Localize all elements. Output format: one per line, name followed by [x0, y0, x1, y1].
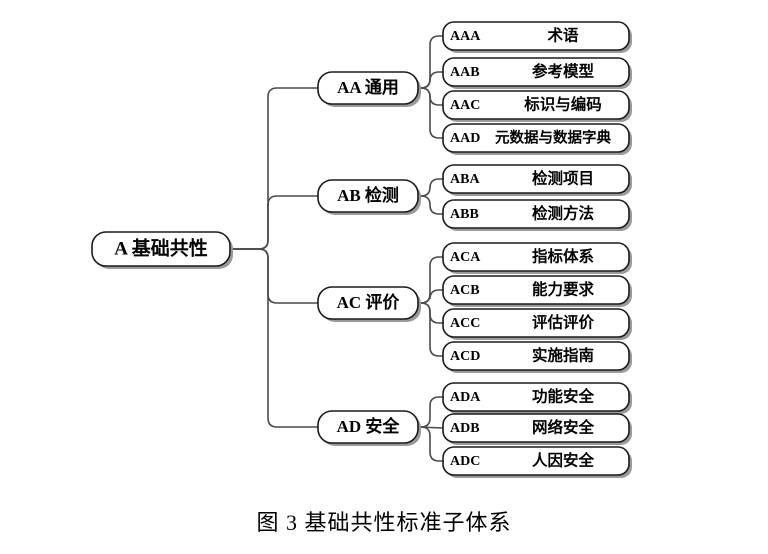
node-aac-code: AAC: [450, 98, 480, 113]
node-aad-code: AAD: [450, 131, 480, 146]
node-aba-box[interactable]: [442, 164, 630, 194]
node-acd-box[interactable]: [442, 341, 630, 371]
node-acc[interactable]: ACC 评估评价: [442, 308, 632, 340]
node-ada-code: ADA: [450, 390, 481, 405]
node-aab-code: AAB: [450, 65, 480, 80]
link-aa-to-aad: [418, 87, 443, 139]
node-adc-box[interactable]: [442, 446, 630, 476]
node-aba-name: 检测项目: [532, 169, 594, 188]
link-aa-to-aab: [418, 71, 443, 89]
node-aaa[interactable]: AAA 术语: [442, 21, 632, 53]
node-aba-code: ABA: [450, 172, 480, 187]
link-ac-to-acb: [418, 289, 443, 304]
node-acb[interactable]: ACB 能力要求: [442, 275, 632, 307]
node-aaa-box[interactable]: [442, 21, 630, 51]
node-ada[interactable]: ADA 功能安全: [442, 382, 632, 414]
node-root-a[interactable]: A 基础共性: [91, 231, 233, 269]
node-acd[interactable]: ACD 实施指南: [442, 341, 632, 373]
node-aaa-code: AAA: [450, 29, 481, 44]
link-ab-to-abb: [418, 195, 443, 215]
node-ada-box[interactable]: [442, 382, 630, 412]
node-ad[interactable]: AD 安全: [317, 410, 421, 446]
node-aab-box[interactable]: [442, 57, 630, 87]
node-acc-box[interactable]: [442, 308, 630, 338]
node-acd-code: ACD: [450, 349, 480, 364]
node-adb-code: ADB: [450, 421, 480, 436]
node-aab[interactable]: AAB 参考模型: [442, 57, 632, 89]
link-root-to-ab: [230, 195, 318, 250]
link-ad-to-adc: [418, 426, 443, 462]
link-ad-to-ada: [418, 396, 443, 428]
node-aca[interactable]: ACA 指标体系: [442, 242, 632, 274]
node-aad-box[interactable]: [442, 123, 630, 153]
node-ab-label: AB 检测: [337, 185, 399, 205]
node-aba[interactable]: ABA 检测项目: [442, 164, 632, 196]
node-aca-code: ACA: [450, 250, 481, 265]
node-aac-box[interactable]: [442, 90, 630, 120]
node-acb-code: ACB: [450, 283, 480, 298]
node-aad-name: 元数据与数据字典: [495, 128, 611, 146]
node-aca-box[interactable]: [442, 242, 630, 272]
node-abb[interactable]: ABB 检测方法: [442, 199, 632, 231]
node-ad-label: AD 安全: [337, 416, 401, 436]
node-acd-name: 实施指南: [532, 346, 594, 365]
node-acc-name: 评估评价: [532, 313, 595, 332]
node-abb-box[interactable]: [442, 199, 630, 229]
node-ada-name: 功能安全: [532, 387, 595, 406]
node-aac[interactable]: AAC 标识与编码: [442, 90, 632, 122]
connector-layer: [230, 35, 444, 462]
link-root-to-ac: [230, 248, 318, 304]
node-aab-name: 参考模型: [532, 62, 595, 81]
figure-caption: 图 3 基础共性标准子体系: [256, 510, 512, 535]
node-adc-code: ADC: [450, 454, 480, 469]
node-ad-box[interactable]: [317, 410, 419, 444]
node-adb-name: 网络安全: [532, 418, 595, 437]
node-ac-label: AC 评价: [337, 293, 401, 312]
node-aa[interactable]: AA 通用: [317, 71, 421, 107]
node-root-a-box[interactable]: [91, 231, 231, 267]
node-acb-name: 能力要求: [532, 280, 595, 299]
node-aad[interactable]: AAD 元数据与数据字典: [442, 123, 632, 155]
node-acc-code: ACC: [450, 316, 480, 331]
node-aa-label: AA 通用: [337, 78, 399, 97]
node-aac-name: 标识与编码: [523, 95, 602, 114]
node-ab[interactable]: AB 检测: [317, 179, 421, 215]
node-adb[interactable]: ADB 网络安全: [442, 413, 632, 445]
node-aa-box[interactable]: [317, 71, 419, 105]
node-aca-name: 指标体系: [532, 247, 594, 266]
node-aaa-name: 术语: [546, 26, 579, 45]
node-ac-box[interactable]: [317, 286, 419, 320]
node-adc[interactable]: ADC 人因安全: [442, 446, 632, 478]
node-abb-name: 检测方法: [532, 204, 594, 223]
node-adc-name: 人因安全: [532, 451, 595, 470]
node-ac[interactable]: AC 评价: [317, 286, 421, 322]
node-abb-code: ABB: [450, 207, 479, 222]
node-acb-box[interactable]: [442, 275, 630, 305]
link-ac-to-acd: [418, 302, 443, 357]
node-adb-box[interactable]: [442, 413, 630, 443]
link-ab-to-aba: [418, 178, 443, 197]
node-ab-box[interactable]: [317, 179, 419, 213]
node-root-a-label: A 基础共性: [114, 236, 207, 259]
link-root-to-ad: [230, 248, 318, 428]
link-root-to-aa: [230, 87, 318, 250]
